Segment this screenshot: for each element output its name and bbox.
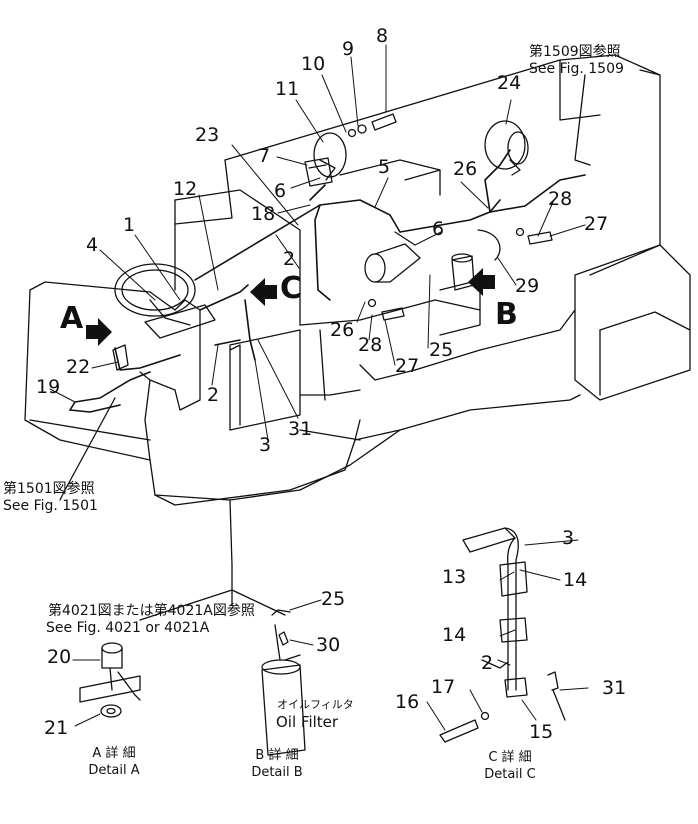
callout-19: 19 (36, 376, 61, 398)
detail-b-caption-en: Detail B (251, 765, 303, 780)
callout-22: 22 (66, 356, 91, 378)
bolts-middle (367, 227, 553, 321)
callout-2-upper: 2 (283, 248, 296, 270)
horn-right (484, 120, 529, 176)
callout-28-lower: 28 (358, 334, 383, 356)
callout-29: 29 (515, 275, 540, 297)
relay-block (304, 157, 333, 187)
starter-motor (364, 231, 421, 283)
view-arrows (86, 268, 495, 346)
callout-26-upper: 26 (453, 158, 478, 180)
callout-16: 16 (395, 691, 420, 713)
callout-20: 20 (47, 646, 72, 668)
detail-a-caption-jp: A 詳 細 (92, 746, 136, 761)
callout-25-detail: 25 (321, 588, 346, 610)
callout-5: 5 (378, 156, 391, 178)
detail-c-caption-en: Detail C (484, 767, 536, 782)
callout-2-lower: 2 (207, 384, 220, 406)
callout-14-lower: 14 (442, 624, 467, 646)
callout-10: 10 (301, 53, 326, 75)
ref-fig-1501-en: See Fig. 1501 (3, 498, 98, 514)
clamp-22 (112, 344, 129, 371)
callout-28-upper: 28 (548, 188, 573, 210)
callout-8: 8 (376, 25, 389, 47)
callout-17: 17 (431, 676, 456, 698)
callout-25-upper: 25 (429, 339, 454, 361)
wire-harness (69, 149, 586, 413)
callout-23: 23 (195, 124, 220, 146)
view-letter-c: C (280, 271, 303, 306)
ref-fig-1509-jp: 第1509図参照 (529, 44, 621, 60)
callout-11: 11 (275, 78, 300, 100)
ref-fig-1509-en: See Fig. 1509 (529, 61, 624, 77)
callout-30: 30 (316, 634, 341, 656)
detail-c-illustration (439, 527, 566, 743)
callout-4: 4 (86, 234, 99, 256)
detail-c-caption-jp: C 詳 細 (488, 750, 532, 765)
oil-filter-label-en: Oil Filter (276, 713, 339, 731)
callout-18: 18 (251, 203, 276, 225)
detail-b-caption-jp: B 詳 細 (255, 748, 299, 763)
steering-wheel (114, 263, 216, 339)
ref-fig-4021-jp: 第4021図または第4021A図参照 (48, 603, 255, 619)
callout-12: 12 (173, 178, 198, 200)
callout-31-detail: 31 (602, 677, 627, 699)
callout-3-detail: 3 (562, 527, 575, 549)
detail-b-illustration (261, 609, 306, 756)
ref-fig-1501-jp: 第1501図参照 (3, 481, 95, 497)
callout-6-lower: 6 (432, 218, 445, 240)
callout-31-main: 31 (288, 418, 313, 440)
callout-3-main: 3 (259, 434, 272, 456)
horn-left (313, 132, 347, 181)
oil-filter-label-jp: オイルフィルタ (277, 698, 354, 711)
bolt-upper (347, 113, 397, 138)
callout-27-lower: 27 (395, 355, 420, 377)
callout-26-lower: 26 (330, 319, 355, 341)
callout-6-upper: 6 (274, 180, 287, 202)
callout-13: 13 (442, 566, 467, 588)
view-letter-b: B (495, 297, 518, 332)
callout-27-upper: 27 (584, 213, 609, 235)
view-letter-a: A (60, 301, 84, 336)
detail-a-illustration (79, 642, 141, 718)
ref-fig-4021-en: See Fig. 4021 or 4021A (46, 620, 210, 636)
callout-7: 7 (258, 145, 271, 167)
machine-body (24, 54, 691, 566)
callout-leaders (49, 44, 589, 731)
detail-a-caption-en: Detail A (88, 763, 140, 778)
callout-24: 24 (497, 72, 522, 94)
callout-15: 15 (529, 721, 554, 743)
callout-1: 1 (123, 214, 136, 236)
callout-14-upper: 14 (563, 569, 588, 591)
callout-9: 9 (342, 38, 355, 60)
callout-21: 21 (44, 717, 69, 739)
callout-2-detail: 2 (481, 652, 494, 674)
